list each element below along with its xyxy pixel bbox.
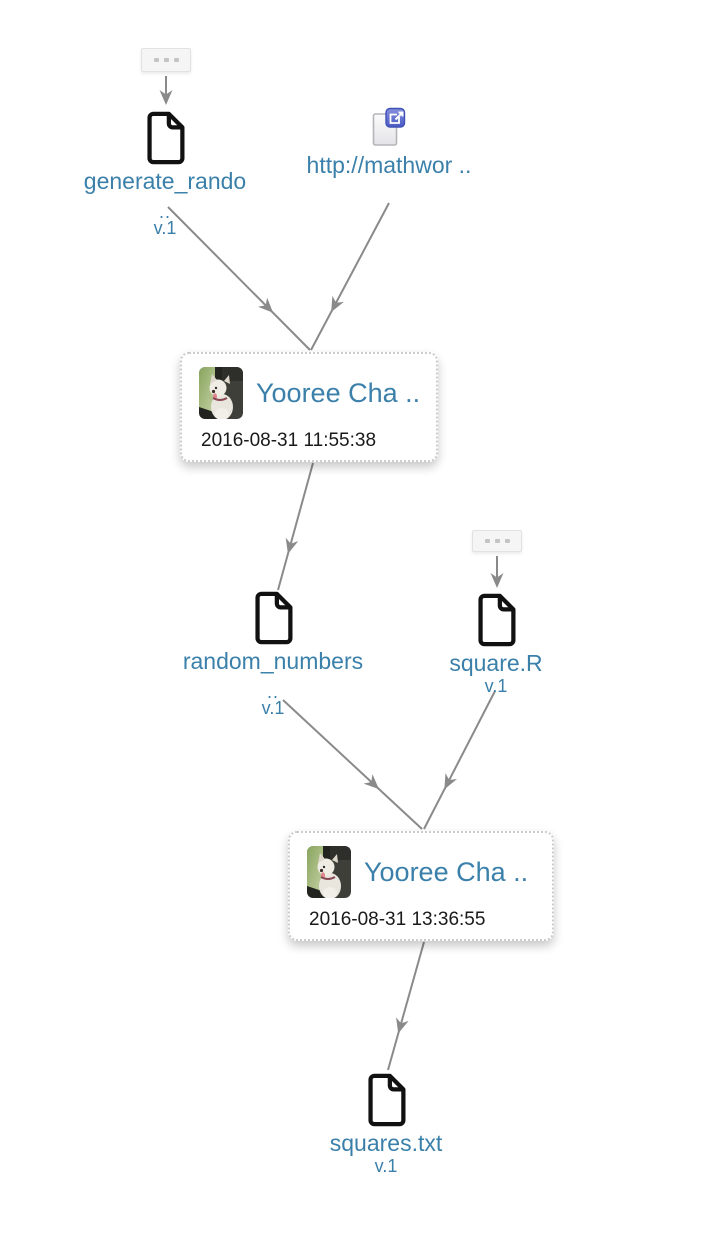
node-random-numbers[interactable]: random_numbers .. v.1 xyxy=(153,590,393,718)
edge-collapsed_square-to-square_script xyxy=(490,556,504,588)
user-avatar-photo xyxy=(307,846,351,898)
edge-square_script-to-activity_2 xyxy=(423,690,496,830)
ellipsis-icon xyxy=(504,539,510,543)
url-label[interactable]: http://mathwor .. xyxy=(306,152,472,178)
edge-activity_1-to-random_numbers xyxy=(277,462,314,591)
arrowhead-icon xyxy=(396,1017,409,1034)
document-icon xyxy=(251,590,295,646)
activity-card-1[interactable]: Yooree Cha .. 2016-08-31 11:55:38 xyxy=(180,352,438,462)
ellipsis-icon xyxy=(484,539,490,543)
external-link-document-icon xyxy=(370,106,408,150)
file-label[interactable]: squares.txt xyxy=(329,1130,443,1156)
ellipsis-icon xyxy=(163,58,169,62)
document-icon xyxy=(364,1072,408,1128)
node-squares-txt[interactable]: squares.txt v.1 xyxy=(266,1072,506,1176)
version-label: v.1 xyxy=(153,218,177,238)
arrowhead-icon xyxy=(444,773,458,790)
timestamp: 2016-08-31 11:55:38 xyxy=(201,430,377,451)
arrowhead-icon xyxy=(490,573,504,588)
arrowhead-icon xyxy=(285,537,299,554)
node-generate-rando[interactable]: generate_rando .. v.1 xyxy=(45,110,285,238)
collapsed-nodes-button-square[interactable] xyxy=(472,530,522,552)
truncation-marker: .. xyxy=(266,682,279,702)
arrowhead-icon xyxy=(257,297,274,313)
ellipsis-icon xyxy=(494,539,500,543)
edge-activity_2-to-squares_output xyxy=(387,941,425,1071)
actor-name[interactable]: Yooree Cha .. xyxy=(364,856,529,887)
arrowhead-icon xyxy=(159,90,173,105)
timestamp: 2016-08-31 13:36:55 xyxy=(309,909,486,930)
actor-name[interactable]: Yooree Cha .. xyxy=(256,377,421,408)
file-label[interactable]: generate_rando xyxy=(83,168,247,194)
file-label[interactable]: random_numbers xyxy=(182,648,364,674)
file-label[interactable]: square.R xyxy=(449,650,543,676)
version-label: v.1 xyxy=(261,698,285,718)
version-label: v.1 xyxy=(374,1156,398,1176)
truncation-marker: .. xyxy=(158,202,171,222)
node-url-reference[interactable]: http://mathwor .. xyxy=(269,106,509,178)
collapsed-nodes-button-top[interactable] xyxy=(141,48,191,72)
edge-collapsed_top-to-generate_script xyxy=(159,76,173,105)
activity-card-2[interactable]: Yooree Cha .. 2016-08-31 13:36:55 xyxy=(288,831,554,941)
arrowhead-icon xyxy=(331,295,344,313)
document-icon xyxy=(474,592,518,648)
arrowhead-icon xyxy=(363,774,379,790)
edge-url_reference-to-activity_1 xyxy=(310,202,390,351)
ellipsis-icon xyxy=(173,58,179,62)
ellipsis-icon xyxy=(153,58,159,62)
document-icon xyxy=(143,110,187,166)
user-avatar-photo xyxy=(199,367,243,419)
node-square-r[interactable]: square.R v.1 xyxy=(376,592,616,696)
version-label: v.1 xyxy=(484,676,508,696)
edge-random_numbers-to-activity_2 xyxy=(282,699,423,830)
